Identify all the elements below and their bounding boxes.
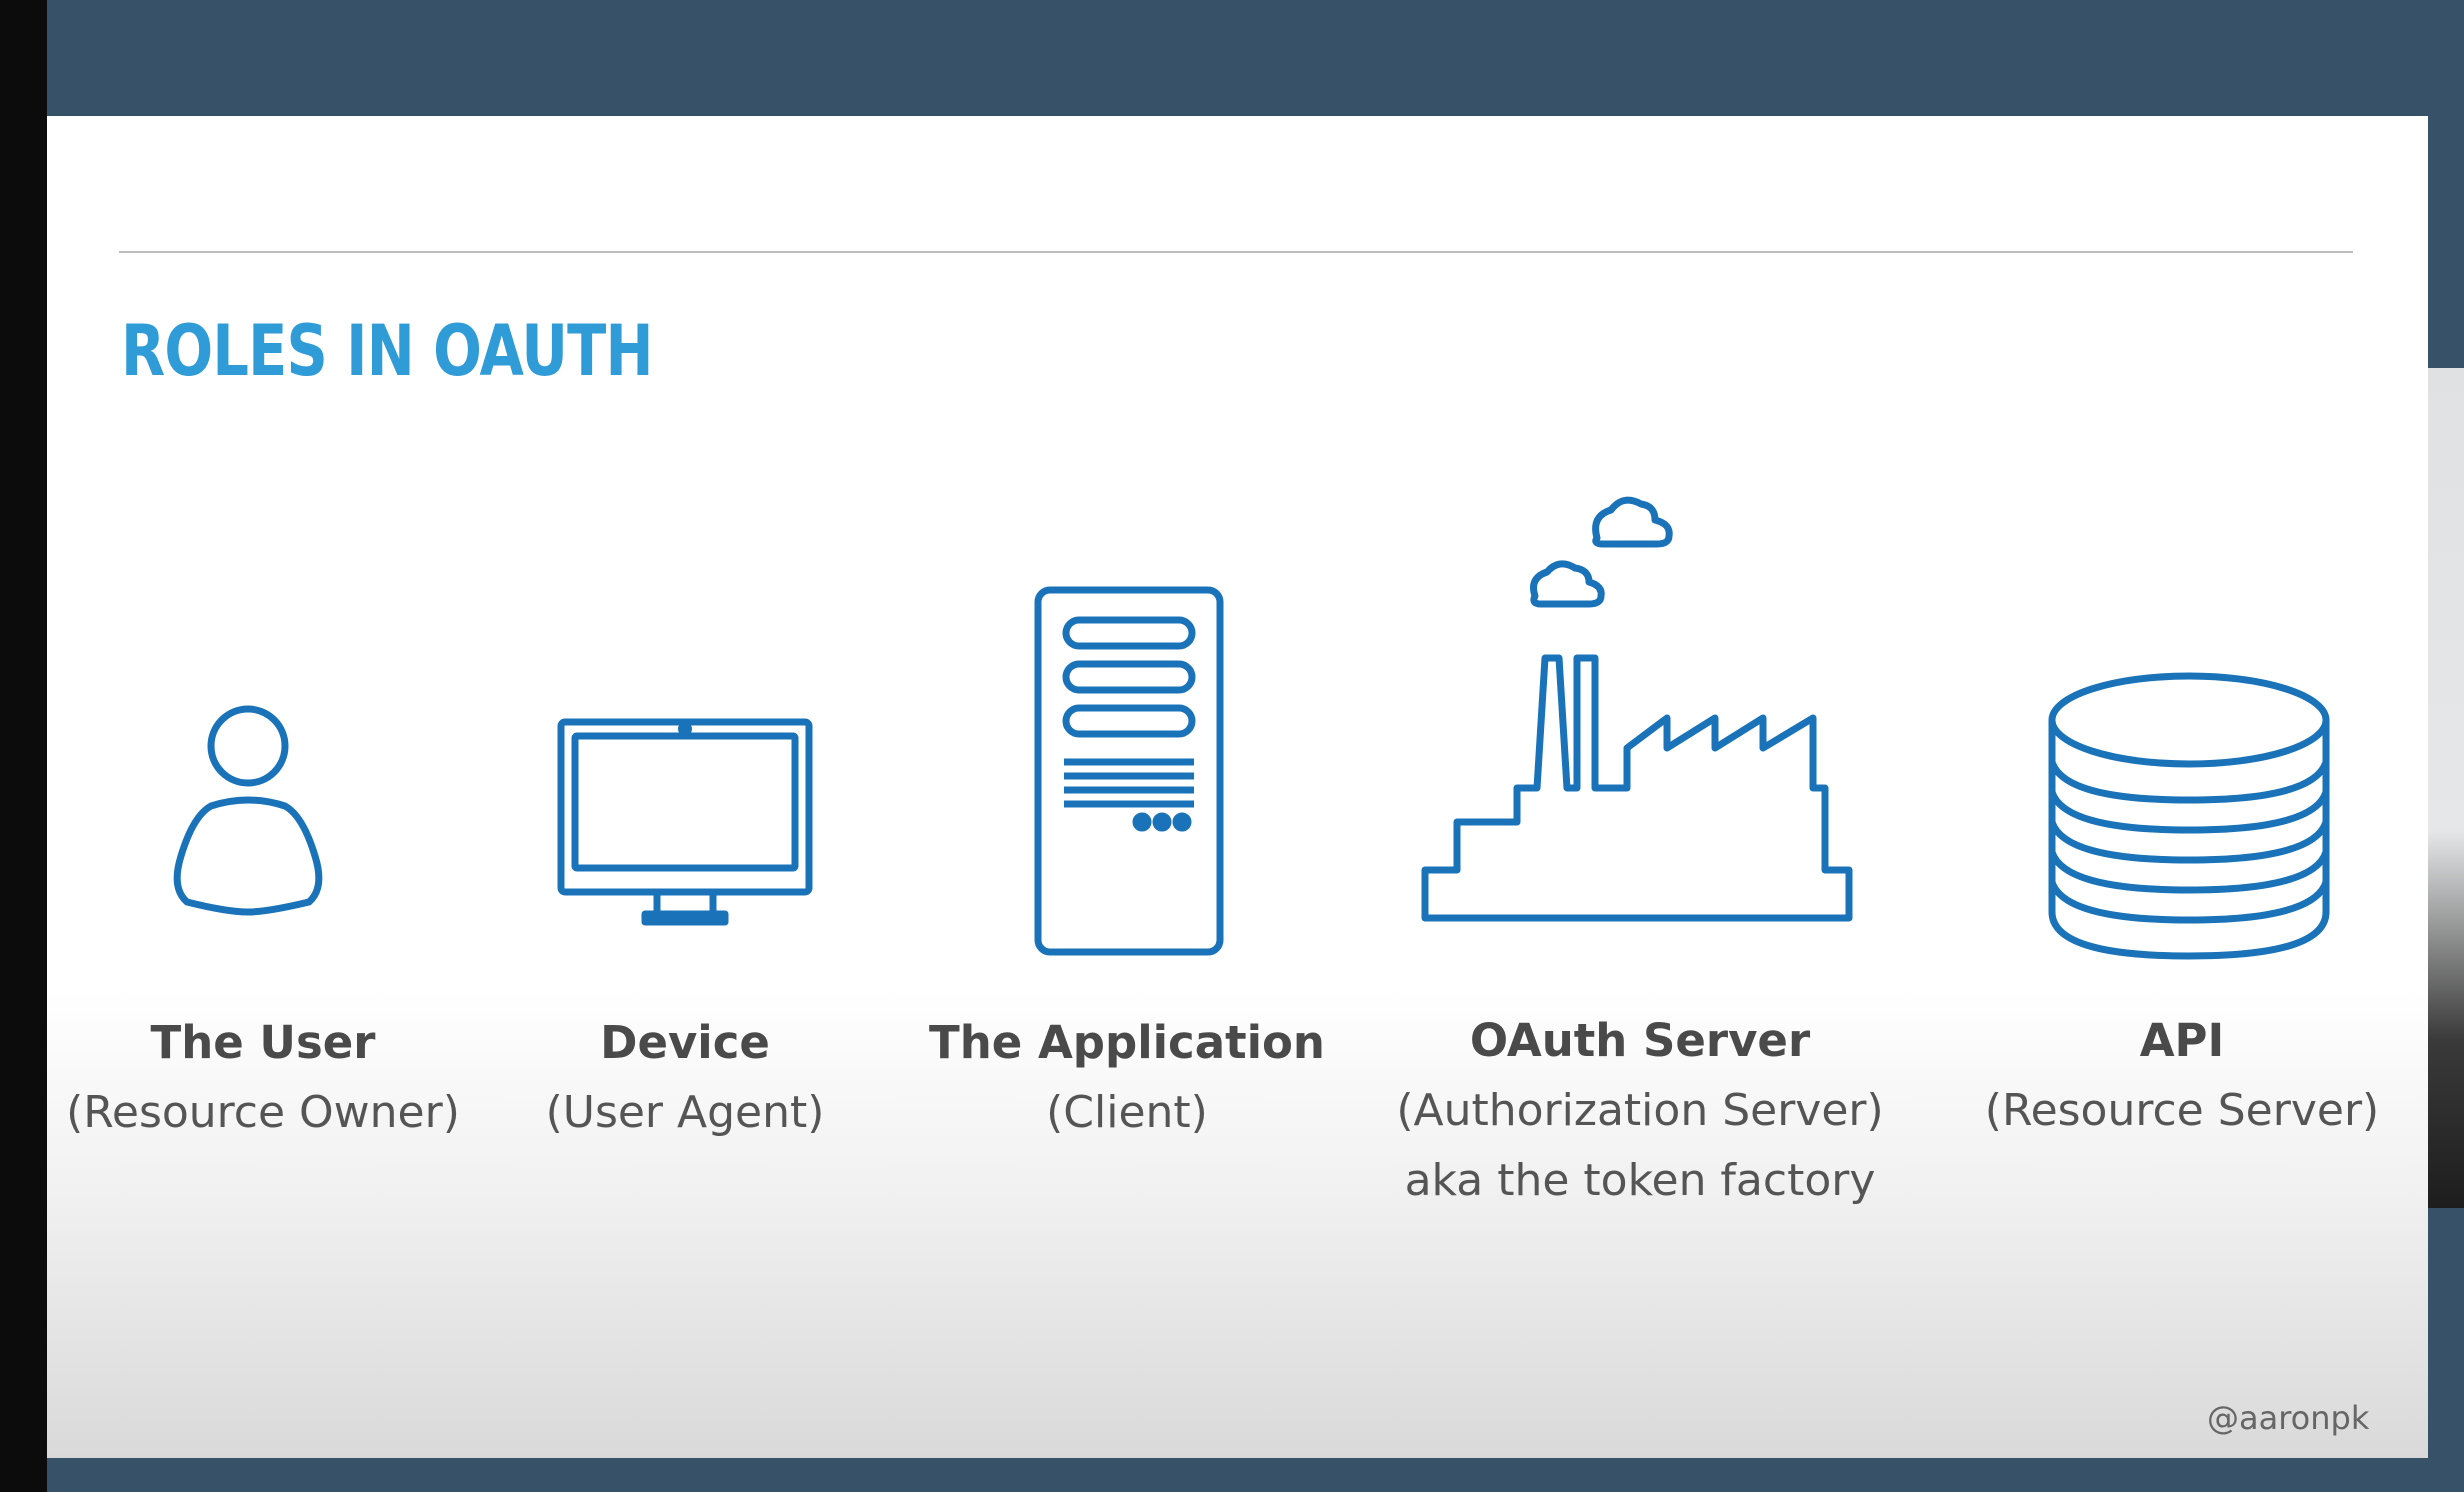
role-api: API (Resource Server) [1985,1006,2379,1146]
role-the-application: The Application (Client) [929,1008,1325,1148]
factory-icon [1417,498,1857,930]
role-device: Device (User Agent) [546,1008,825,1148]
role-oauth-server: OAuth Server (Authorization Server) aka … [1396,1006,1883,1216]
user-icon [167,706,329,918]
video-left-edge [0,0,47,1492]
role-subtitle: (Client) [1046,1087,1208,1138]
role-name: OAuth Server [1469,1014,1811,1067]
speaker-video-thumbnail [2428,368,2464,1208]
server-tower-icon [1034,586,1224,956]
slide-title: ROLES IN OAUTH [121,310,654,392]
role-subtitle: (Authorization Server) [1396,1085,1884,1136]
slide-divider [119,251,2353,253]
presentation-bottom-bar [47,1458,2464,1492]
slide-credit: @aaronpk [2207,1399,2370,1437]
role-subtitle: (User Agent) [545,1087,825,1138]
role-subtitle: (Resource Owner) [66,1087,460,1138]
role-name: The User [150,1016,376,1069]
role-the-user: The User (Resource Owner) [66,1008,460,1148]
role-subtitle: (Resource Server) [1984,1085,2380,1136]
role-name: API [2139,1014,2225,1067]
role-name: Device [600,1016,770,1069]
role-note: aka the token factory [1404,1155,1876,1206]
slide: ROLES IN OAUTH The User (Resource Owner)… [47,116,2428,1458]
presentation-right-edge [2428,116,2464,368]
presentation-top-bar [47,0,2464,116]
monitor-icon [557,716,813,926]
role-name: The Application [929,1016,1325,1069]
database-icon [2044,670,2334,962]
